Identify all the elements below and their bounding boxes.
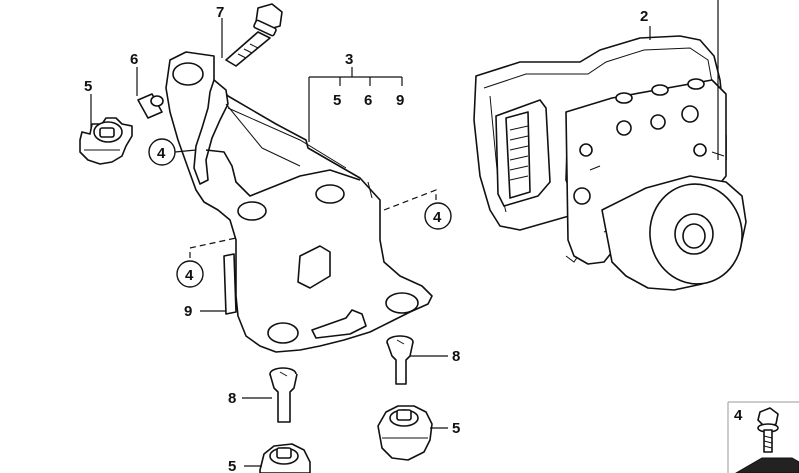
callout-5-bottom-left[interactable]: 5	[228, 458, 236, 473]
bolt-part-7[interactable]	[225, 3, 283, 67]
leader-3-group	[308, 67, 403, 142]
inset-legend-box	[727, 401, 799, 473]
callout-5-top-left[interactable]: 5	[84, 78, 92, 95]
rubber-mount-part-5-bottom-left[interactable]	[259, 443, 311, 473]
callout-3-sub-6[interactable]: 6	[364, 92, 372, 109]
callout-8-left[interactable]: 8	[228, 390, 236, 407]
callout-3-sub-5[interactable]: 5	[333, 92, 341, 109]
callout-6[interactable]: 6	[130, 51, 138, 68]
callout-3-sub-9[interactable]: 9	[396, 92, 404, 109]
callout-4-left[interactable]: 4	[185, 267, 194, 284]
callout-4-right[interactable]: 4	[433, 209, 442, 226]
hydraulic-unit-part-2[interactable]	[473, 35, 749, 291]
inset-bolt-part-4[interactable]	[757, 407, 779, 453]
callout-4-inset[interactable]: 4	[734, 407, 743, 424]
bolt-part-8-right[interactable]	[386, 335, 414, 385]
inset-direction-arrow	[734, 457, 799, 473]
callout-5-bottom-right[interactable]: 5	[452, 420, 460, 437]
callout-2[interactable]: 2	[640, 8, 648, 25]
rubber-mount-part-5-top[interactable]	[79, 117, 133, 165]
dashed-reference-4-right	[383, 189, 452, 230]
dashed-reference-4-left	[176, 237, 237, 288]
sleeve-part-6[interactable]	[137, 93, 164, 119]
callout-9[interactable]: 9	[184, 303, 192, 320]
callout-3[interactable]: 3	[345, 51, 353, 68]
callout-4-bracket-bubble	[148, 138, 197, 166]
bolt-part-8-left[interactable]	[269, 367, 298, 423]
bracket-part-3[interactable]	[165, 51, 433, 353]
callout-8-right[interactable]: 8	[452, 348, 460, 365]
strip-part-9[interactable]	[223, 253, 237, 315]
callout-7[interactable]: 7	[216, 4, 224, 21]
callout-4-bracket-left[interactable]: 4	[157, 145, 166, 162]
rubber-mount-part-5-bottom-right[interactable]	[377, 405, 433, 461]
